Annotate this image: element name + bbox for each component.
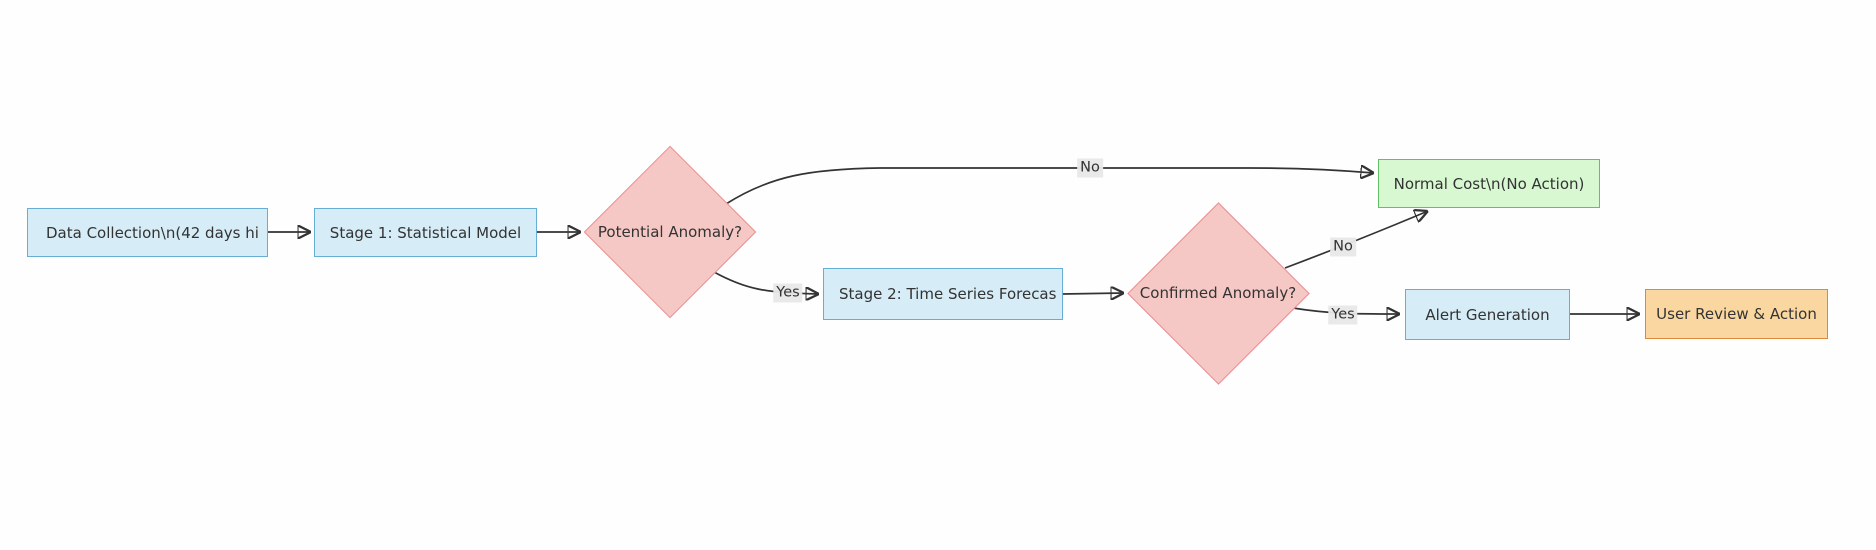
node-label: Alert Generation [1425, 305, 1550, 324]
node-label: Data Collection\n(42 days hi [46, 223, 259, 242]
edge-label-potential-no: No [1077, 158, 1103, 178]
node-label: User Review & Action [1656, 305, 1817, 323]
edge-confirmed-normal-no [1284, 211, 1428, 269]
node-label-potential-anomaly: Potential Anomaly? [597, 223, 743, 241]
node-label: Stage 2: Time Series Forecas [839, 285, 1057, 303]
edge-potential-stage2-yes [713, 271, 819, 294]
node-label: Normal Cost\n(No Action) [1393, 174, 1585, 193]
edge-label-confirmed-yes: Yes [1328, 305, 1358, 325]
node-user-review-action: User Review & Action [1645, 289, 1828, 339]
edge-label-confirmed-no: No [1330, 237, 1356, 257]
node-stage2-time-series-forecast: Stage 2: Time Series Forecas [823, 268, 1063, 320]
edge-stage2-confirmed [1062, 293, 1124, 294]
node-data-collection: Data Collection\n(42 days hi [27, 208, 268, 257]
node-normal-cost: Normal Cost\n(No Action) [1378, 159, 1600, 208]
edge-label-potential-yes: Yes [773, 283, 803, 303]
node-alert-generation: Alert Generation [1405, 289, 1570, 340]
node-label: Stage 1: Statistical Model [329, 223, 522, 242]
edge-potential-normal-no [725, 168, 1374, 205]
node-stage1-statistical-model: Stage 1: Statistical Model [314, 208, 537, 257]
node-label-confirmed-anomaly: Confirmed Anomaly? [1139, 284, 1297, 302]
